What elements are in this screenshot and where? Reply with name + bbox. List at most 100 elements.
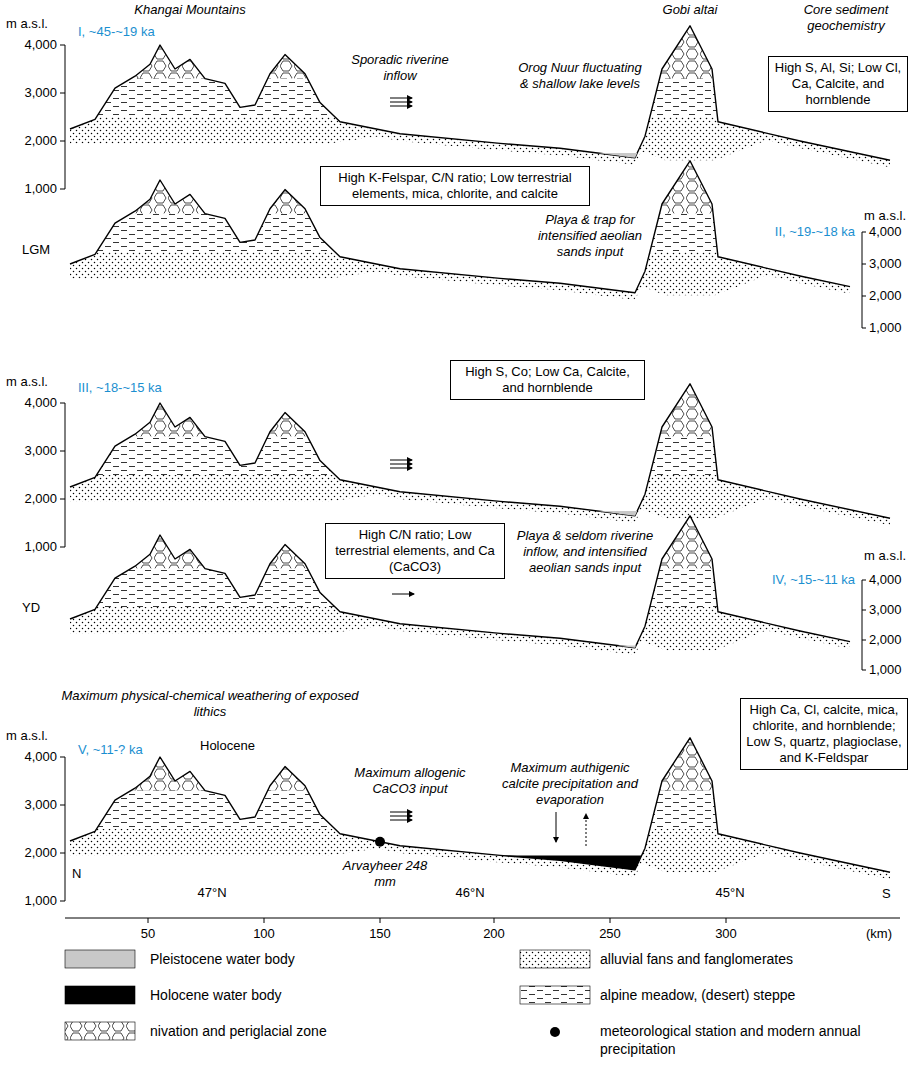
nivation-zone	[60, 120, 910, 214]
flow-arrows	[390, 98, 586, 846]
label: 250	[590, 926, 630, 942]
legend-swatch	[65, 986, 135, 1004]
legend-swatches	[65, 950, 590, 1040]
label: 47°N	[182, 885, 242, 901]
label: 46°N	[440, 885, 500, 901]
label: 2,000	[869, 632, 902, 648]
label: Maximum physical-chemical weathering of …	[60, 688, 360, 720]
legend-symbol	[520, 986, 590, 1004]
box-text: High C/N ratio; Low terrestrial elements…	[331, 527, 499, 575]
legend-text: alpine meadow, (desert) steppe	[600, 986, 900, 1004]
steppe-zone	[60, 214, 910, 252]
legend-text: nivation and periglacial zone	[150, 1022, 450, 1040]
geochemistry-box: High S, Al, Si; Low Cl, Ca, Calcite, and…	[768, 56, 908, 112]
alluvial-zone	[60, 607, 910, 689]
terrain-profile	[60, 697, 910, 911]
nivation-zone	[60, 343, 910, 437]
label: m a.s.l.	[6, 16, 48, 32]
label: 200	[474, 926, 514, 942]
label: m a.s.l.	[826, 548, 906, 564]
label: V, ~11-? ka	[78, 742, 143, 758]
label: Playa & trap for intensified aeolian san…	[520, 212, 660, 260]
label: 2,000	[7, 845, 57, 861]
label: Core sediment geochemistry	[784, 2, 908, 34]
label: 2,000	[7, 133, 57, 149]
label: Maximum allogenic CaCO3 input	[340, 765, 480, 797]
nivation-zone	[60, 697, 910, 791]
surface-line	[70, 384, 890, 518]
geochemistry-box: High S, Co; Low Ca, Calcite, and hornble…	[450, 360, 645, 400]
label: 1,000	[869, 320, 902, 336]
legend-symbol	[550, 1027, 560, 1037]
label: S	[882, 886, 891, 902]
label: 4,000	[869, 224, 902, 240]
box-text: High Ca, Cl, calcite, mica, chlorite, an…	[746, 702, 902, 766]
alluvial-zone	[60, 252, 910, 334]
label: III, ~18-~15 ka	[78, 380, 162, 396]
surface-line	[70, 26, 890, 160]
geochemistry-box: High K-Felspar, C/N ratio; Low terrestri…	[320, 166, 590, 206]
label: 4,000	[7, 395, 57, 411]
label: 2,000	[869, 288, 902, 304]
label: Gobi altai	[640, 2, 740, 18]
legend-text: Pleistocene water body	[150, 950, 450, 968]
axes	[60, 45, 900, 923]
terrain-profile	[60, 475, 910, 689]
surface-line	[70, 516, 850, 648]
geochemistry-box: High C/N ratio; Low terrestrial elements…	[325, 523, 505, 579]
legend-swatch	[65, 950, 135, 968]
geochemistry-box: High Ca, Cl, calcite, mica, chlorite, an…	[740, 698, 908, 770]
steppe-zone	[60, 791, 910, 829]
label: Holocene	[200, 738, 255, 754]
terrain-profile	[60, 120, 910, 334]
label: II, ~19-~18 ka	[705, 224, 855, 240]
label: m a.s.l.	[6, 728, 48, 744]
label: 300	[706, 926, 746, 942]
lake	[598, 153, 637, 158]
label: 1,000	[7, 893, 57, 909]
lake	[617, 645, 636, 647]
label: IV, ~15-~11 ka	[705, 572, 855, 588]
box-text: High S, Co; Low Ca, Calcite, and hornble…	[456, 364, 639, 396]
label: 2,000	[7, 491, 57, 507]
label: 1,000	[7, 539, 57, 555]
label: 4,000	[7, 749, 57, 765]
legend-symbol	[65, 1022, 135, 1040]
lake	[501, 855, 641, 869]
label: 50	[128, 926, 168, 942]
label: Maximum authigenic calcite precipitation…	[495, 760, 645, 808]
legend-text: Holocene water body	[150, 986, 450, 1004]
box-text: High K-Felspar, C/N ratio; Low terrestri…	[326, 170, 584, 202]
station-dot	[375, 837, 385, 847]
label: m a.s.l.	[826, 208, 906, 224]
surface-line	[70, 161, 850, 293]
label: 100	[244, 926, 284, 942]
legend-symbol	[520, 950, 590, 968]
label: Khangai Mountains	[90, 2, 290, 18]
label: 150	[360, 926, 400, 942]
legend-text: alluvial fans and fanglomerates	[600, 950, 900, 968]
label: Sporadic riverine inflow	[335, 52, 465, 84]
label: m a.s.l.	[6, 374, 48, 390]
label: LGM	[22, 242, 50, 258]
label: 3,000	[869, 256, 902, 272]
label: 3,000	[7, 85, 57, 101]
box-text: High S, Al, Si; Low Cl, Ca, Calcite, and…	[774, 60, 902, 108]
label: (km)	[866, 926, 892, 942]
label: 3,000	[7, 443, 57, 459]
label: 1,000	[7, 181, 57, 197]
label: I, ~45-~19 ka	[78, 24, 155, 40]
label: YD	[22, 600, 40, 616]
legend-text: meteorological station and modern annual…	[600, 1022, 900, 1058]
label: 3,000	[869, 602, 902, 618]
label: 4,000	[7, 37, 57, 53]
lake	[598, 511, 637, 516]
alluvial-zone	[60, 829, 910, 911]
label: Orog Nuur fluctuating & shallow lake lev…	[515, 60, 645, 92]
label: Playa & seldom riverine inflow, and inte…	[505, 528, 665, 576]
label: 3,000	[7, 797, 57, 813]
label: Arvayheer 248 mm	[340, 858, 430, 890]
steppe-zone	[60, 437, 910, 475]
label: 4,000	[869, 572, 902, 588]
